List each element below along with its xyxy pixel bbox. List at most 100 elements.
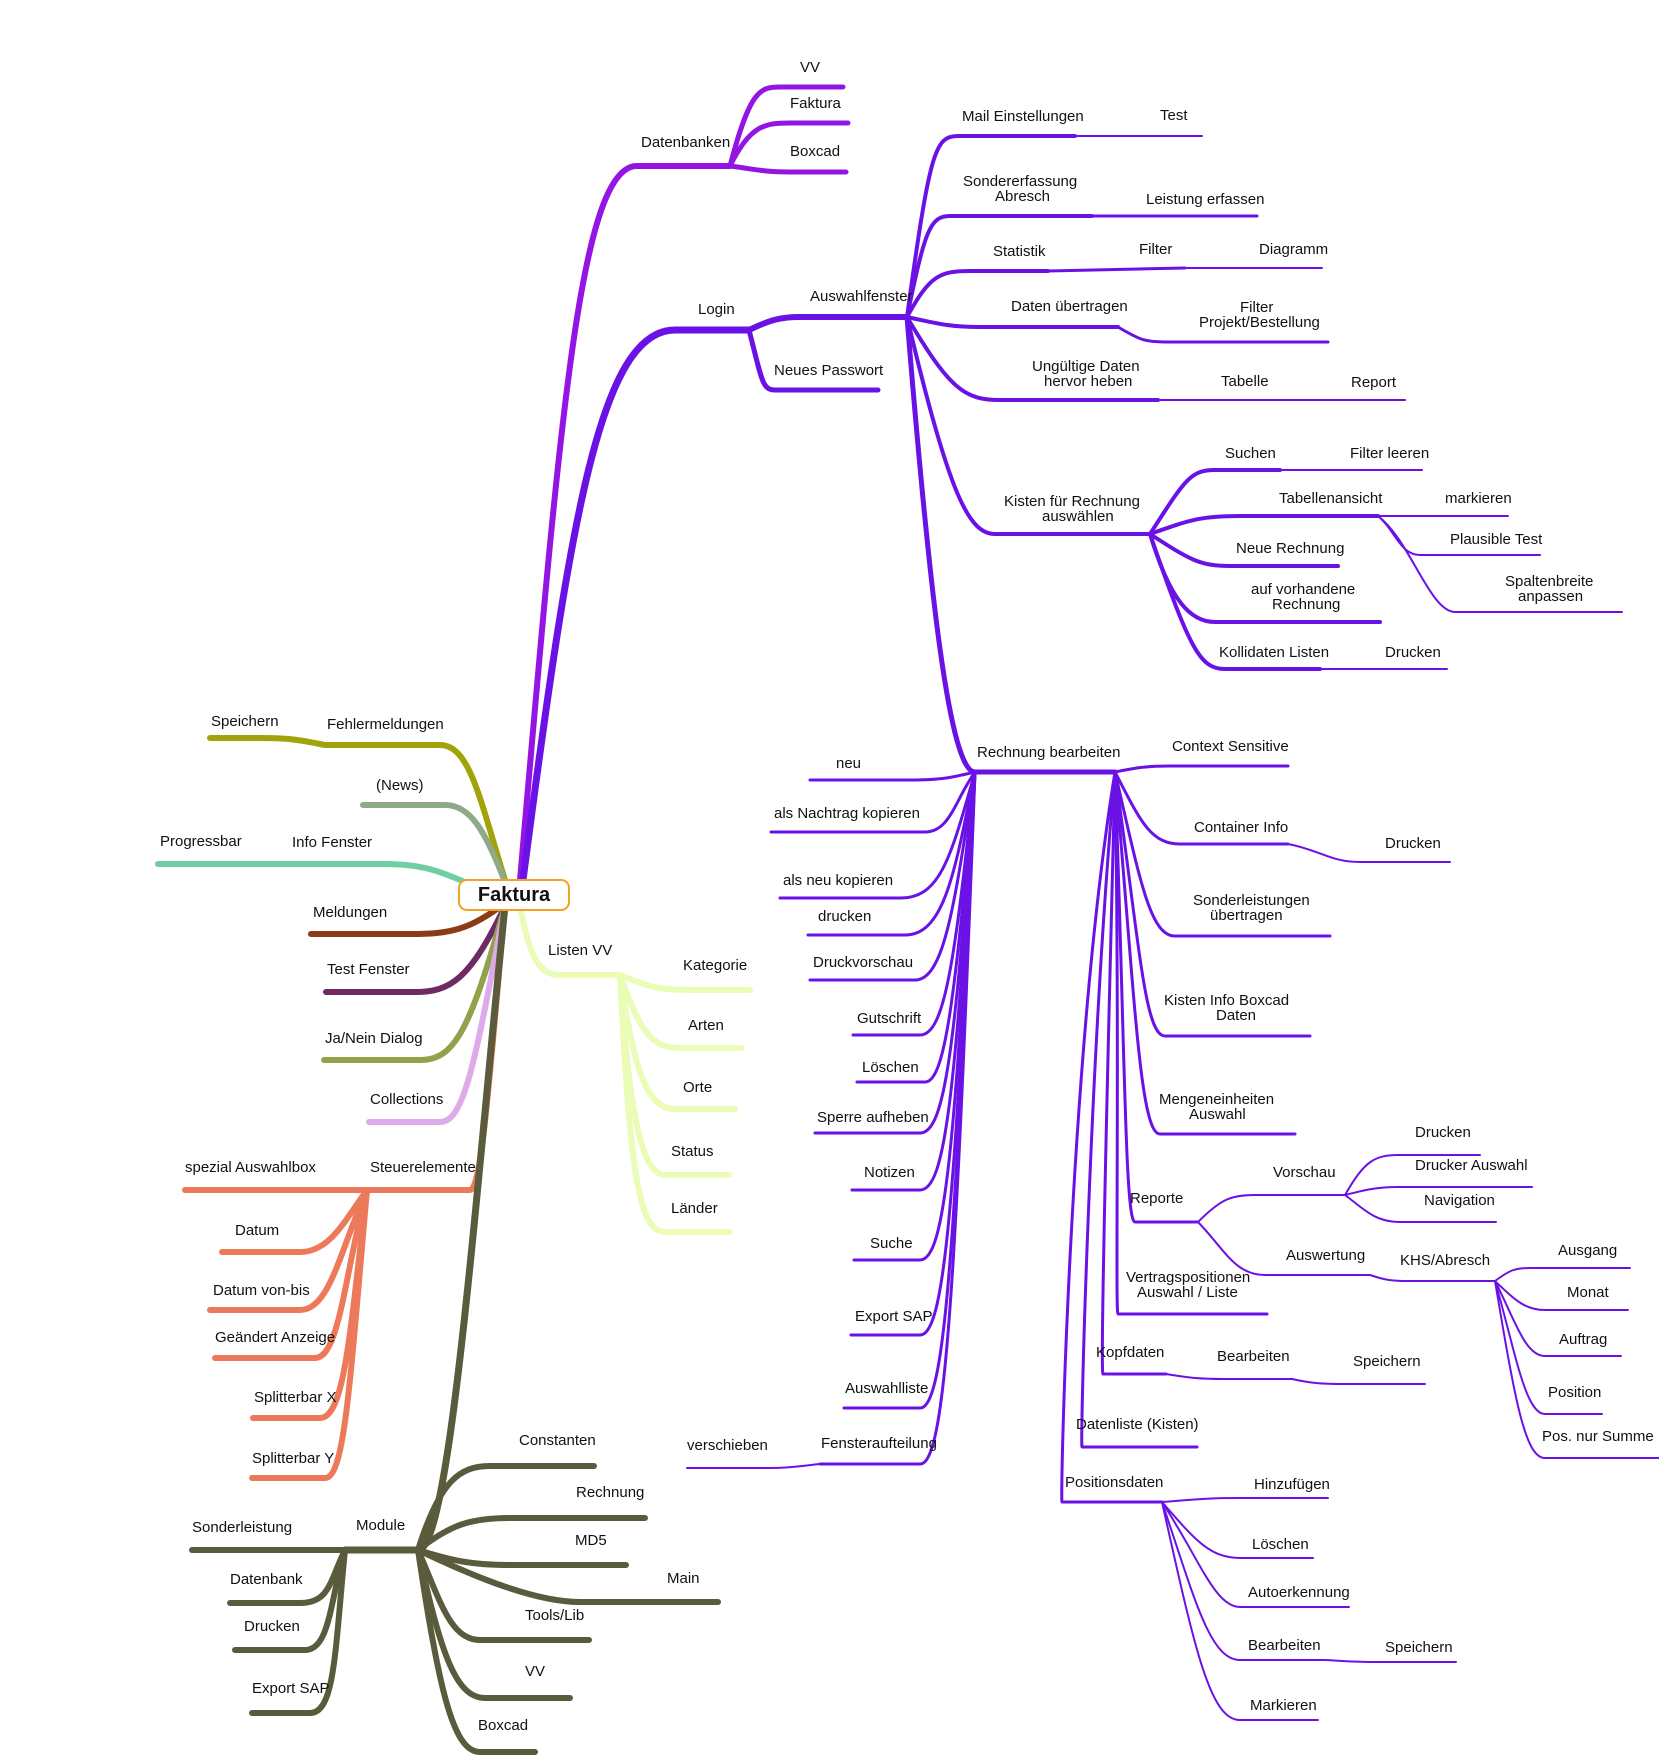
edge-rb-druckvorschau	[808, 770, 977, 982]
node-tabelle: Tabelle	[1221, 373, 1269, 390]
edge-steuer-geaendert	[212, 1187, 370, 1361]
edge-rb-neu	[808, 770, 977, 782]
node-listen-vv: Listen VV	[548, 942, 612, 959]
edge-pos-autoerkennung	[1161, 1501, 1350, 1608]
node-auswahlfenster: Auswahlfenster	[810, 288, 913, 305]
branch-login	[519, 134, 1659, 1721]
node-md5: MD5	[575, 1532, 607, 1549]
edge-module-exportsap	[249, 1547, 348, 1716]
edge-reporte-auswertung	[1197, 1221, 1371, 1276]
edge-pos-loeschen	[1161, 1501, 1314, 1559]
node-arten: Arten	[688, 1017, 724, 1034]
node-spezial: spezial Auswahlbox	[185, 1159, 316, 1176]
node-export-sap-rb: Export SAP	[855, 1308, 933, 1325]
edge-kisten-suchen	[1148, 468, 1282, 536]
node-khs: KHS/Abresch	[1400, 1252, 1490, 1269]
node-sonder2: Abresch	[995, 188, 1050, 205]
edge-khs-possumme	[1494, 1280, 1659, 1459]
node-drucken-koll: Drucken	[1385, 644, 1441, 661]
edge-reporte-vorschau	[1197, 1194, 1346, 1223]
edge-module-boxcad	[415, 1547, 538, 1755]
node-daten-uebertragen: Daten übertragen	[1011, 298, 1128, 315]
edge-kisten-kollidaten	[1148, 532, 1322, 671]
node-neu: neu	[836, 755, 861, 772]
node-vertrags2: Auswahl / Liste	[1137, 1284, 1238, 1301]
node-datenliste: Datenliste (Kisten)	[1076, 1416, 1199, 1433]
node-sonderleistungen2: übertragen	[1210, 907, 1283, 924]
node-datenbanken: Datenbanken	[641, 134, 730, 151]
node-meldungen: Meldungen	[313, 904, 387, 921]
edge-root-collections	[366, 903, 508, 1125]
node-collections: Collections	[370, 1091, 443, 1108]
node-spalten1: Spaltenbreite	[1505, 573, 1593, 590]
edge-root-info	[287, 861, 483, 892]
node-drucken-ci: Drucken	[1385, 835, 1441, 852]
edge-kisten-neuerechnung	[1148, 532, 1340, 568]
node-vv-top: VV	[800, 59, 820, 76]
node-filter-projekt1: Filter	[1240, 299, 1273, 316]
node-sonder1: Sondererfassung	[963, 173, 1077, 190]
node-bearbeiten-k: Bearbeiten	[1217, 1348, 1290, 1365]
edge-rb-context	[1113, 764, 1290, 774]
node-speichern-pos: Speichern	[1385, 1639, 1453, 1656]
node-filter: Filter	[1139, 241, 1172, 258]
node-status: Status	[671, 1143, 714, 1160]
edge-fehlermeldungen-speichern	[207, 735, 328, 748]
node-kisten-info1: Kisten Info Boxcad	[1164, 992, 1289, 1009]
edge-rb-vertrags	[1113, 770, 1269, 1316]
edge-module-main	[415, 1547, 721, 1605]
node-rechnung-bearbeiten: Rechnung bearbeiten	[977, 744, 1120, 761]
edge-steuer-datumvonbis	[207, 1187, 370, 1313]
node-ausgang: Ausgang	[1558, 1242, 1617, 1259]
node-module: Module	[356, 1517, 405, 1534]
edge-khs-monat	[1494, 1280, 1629, 1311]
node-plausible: Plausible Test	[1450, 531, 1543, 548]
edge-rb-datenliste	[1080, 770, 1199, 1449]
node-geaendert: Geändert Anzeige	[215, 1329, 335, 1346]
node-suche: Suche	[870, 1235, 913, 1252]
node-speichern-tl: Speichern	[211, 713, 279, 730]
node-datum-von-bis: Datum von-bis	[213, 1282, 310, 1299]
root-node-faktura: Faktura	[458, 879, 570, 911]
edge-kisten-tabellenansicht	[1148, 514, 1380, 536]
node-vorschau: Vorschau	[1273, 1164, 1336, 1181]
node-pos-summe: Pos. nur Summe	[1542, 1428, 1654, 1445]
edge-listen-kategorie	[617, 972, 753, 993]
node-statistik: Statistik	[993, 243, 1046, 260]
edge-rb-reporte	[1113, 770, 1200, 1224]
edge-posbearbeiten-speichern	[1324, 1659, 1457, 1663]
node-report: Report	[1351, 374, 1397, 391]
edge-aw-sonder	[905, 214, 1094, 319]
node-auftrag: Auftrag	[1559, 1331, 1607, 1348]
node-news: (News)	[376, 777, 424, 794]
edge-khs-auftrag	[1494, 1280, 1622, 1357]
edge-vorschau-drucken	[1344, 1154, 1481, 1196]
edge-root-meldungen	[308, 900, 508, 937]
node-export-sap-mod: Export SAP	[252, 1680, 330, 1697]
node-sonderleistung: Sonderleistung	[192, 1519, 292, 1536]
edge-login-auswahlfenster	[746, 314, 910, 333]
node-loeschen-pos: Löschen	[1252, 1536, 1309, 1553]
node-filter-leeren: Filter leeren	[1350, 445, 1429, 462]
node-sonderleistungen1: Sonderleistungen	[1193, 892, 1310, 909]
edge-module-rechnung	[415, 1515, 648, 1553]
node-verschieben: verschieben	[687, 1437, 768, 1454]
node-autoerkennung: Autoerkennung	[1248, 1584, 1350, 1601]
edge-module-constanten	[415, 1463, 597, 1553]
node-vv-mod: VV	[525, 1663, 545, 1680]
edge-vorschau-druckerauswahl	[1344, 1186, 1533, 1196]
edge-datenbanken-vv	[727, 84, 846, 169]
edge-module-tools	[415, 1547, 592, 1643]
node-rechnung-mod: Rechnung	[576, 1484, 644, 1501]
node-boxcad-mod: Boxcad	[478, 1717, 528, 1734]
edge-rb-kopfdaten	[1100, 770, 1168, 1376]
node-fehlermeldungen: Fehlermeldungen	[327, 716, 444, 733]
node-kategorie: Kategorie	[683, 957, 747, 974]
node-navigation: Navigation	[1424, 1192, 1495, 1209]
node-als-nachtrag: als Nachtrag kopieren	[774, 805, 920, 822]
node-filter-projekt2: Projekt/Bestellung	[1199, 314, 1320, 331]
node-auswertung: Auswertung	[1286, 1247, 1365, 1264]
edge-root-testfenster	[323, 903, 508, 995]
node-auf2: Rechnung	[1272, 596, 1340, 613]
